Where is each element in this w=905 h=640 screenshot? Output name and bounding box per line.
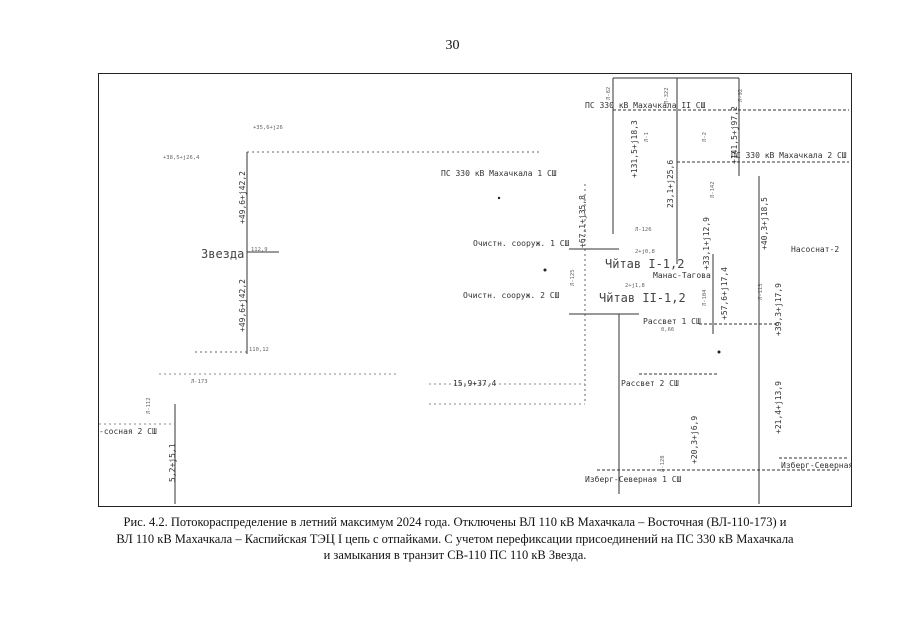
diagram-lines [99, 77, 849, 504]
flow-label: +40,3+j18,5 [760, 197, 769, 250]
flow-label: 112,9 [251, 247, 268, 253]
flow-label: +131,5+j18,3 [630, 120, 639, 178]
line-label: Л-2 [702, 132, 708, 142]
caption-line: и замыкания в транзит СВ-110 ПС 110 кВ З… [323, 548, 587, 562]
bus-label: Чйтав II-1,2 [599, 291, 686, 305]
page-number: 30 [445, 38, 460, 53]
flow-label: 110,12 [249, 347, 269, 353]
flow-label: +21,4+j13,9 [774, 381, 783, 434]
flow-label: +49,6+j42,2 [238, 279, 247, 332]
bus-label: Рассвет 1 СШ [643, 317, 701, 326]
line-label: Л-1 [644, 132, 650, 142]
line-label: Л-322 [664, 87, 670, 104]
caption-line: Рис. 4.2. Потокораспределение в летний м… [123, 515, 787, 529]
bus-label: ПС 330 кВ Махачкала II СШ [585, 101, 706, 110]
bus-label: Изберг-Северная 1 СШ [585, 475, 682, 484]
flow-label: +49,6+j42,2 [238, 171, 247, 224]
bus-label: Насоснат-2 [791, 245, 840, 254]
flow-label: 15,9+37,4 [453, 379, 497, 388]
flow-label: +20,3+j6,9 [690, 415, 699, 464]
caption-line: ВЛ 110 кВ Махачкала – Каспийская ТЭЦ I ц… [116, 531, 794, 546]
bus-label: Звезда [201, 247, 245, 261]
flow-label: +35,6+j26 [253, 125, 283, 131]
flow-label: 23,1+j25,6 [666, 159, 675, 208]
bus-label: ПС 330 кВ Махачкала 1 СШ [441, 169, 557, 178]
line-label: Л-142 [710, 181, 716, 198]
flow-label: +38,5+j26,4 [163, 155, 200, 161]
bus-label: Очистн. сооруж. 1 СШ [473, 239, 570, 248]
flow-label: +141,5+j97,2 [730, 106, 739, 164]
bus-label: -сосная 2 СШ [99, 427, 157, 436]
flow-label: 5,2+j5,1 [168, 443, 177, 482]
line-label: Л-126 [635, 227, 652, 233]
flow-label: +57,6+j17,4 [720, 267, 729, 320]
bus-label: ПС 330 кВ Махачкала 2 СШ [731, 151, 847, 160]
line-label: Л-82 [606, 86, 612, 100]
bus-label: Рассвет 2 СШ [621, 379, 679, 388]
line-label: Л-104 [702, 289, 708, 306]
flow-label: +39,3+j17,9 [774, 283, 783, 336]
line-label: Л-112 [146, 397, 152, 414]
figure-caption: Рис. 4.2. Потокораспределение в летний м… [110, 514, 800, 564]
line-label: Л-173 [191, 379, 208, 385]
bus-label: Очистн. сооруж. 2 СШ [463, 291, 560, 300]
line-label: Л-92 [738, 88, 744, 102]
power-flow-diagram: +35,6+j26 +38,5+j26,4 +49,6+j42,2 +49,6+… [98, 73, 852, 507]
flow-label: 2+j0,8 [635, 249, 655, 255]
line-label: Л-113 [758, 283, 764, 300]
line-label: Л-128 [660, 455, 666, 472]
bus-label: Изберг-Северная [781, 461, 852, 470]
flow-label: +33,1+j12,9 [702, 217, 711, 270]
flow-label: +67,1+j35,8 [578, 195, 587, 248]
bus-label: Чйтав I-1,2 [605, 257, 685, 271]
bus-label: Манас-Тагова [653, 271, 711, 280]
flow-label: 0,66 [661, 327, 675, 333]
line-label: Л-125 [570, 269, 576, 286]
flow-label: 2+j1,8 [625, 283, 645, 289]
